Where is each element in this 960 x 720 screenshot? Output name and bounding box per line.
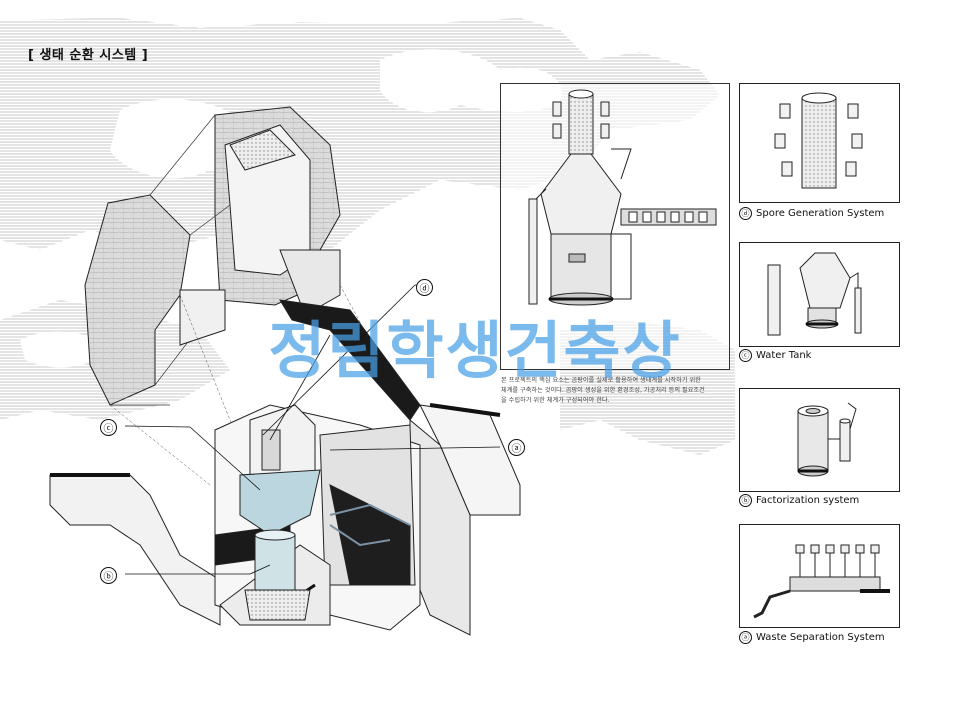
description-line: 체계를 구축하는 것이다. 곰팡이 생성을 위한 환경조성, 가공처리 등의 필… [501, 387, 705, 394]
letter-badge: ⓓ [739, 207, 752, 220]
letter-badge: ⓒ [739, 349, 752, 362]
system-name: Water Tank [756, 350, 812, 361]
ecosystem-axonometric-diagram [49, 106, 521, 636]
page-title: [ 생태 순환 시스템 ] [28, 48, 149, 63]
waste-separation-drawing [753, 544, 890, 619]
description-line: 본 프로젝트의 핵심 요소는 곰팡이를 실제로 활용하여 생태계를 시작하기 위… [501, 377, 701, 384]
spore-generation-box [739, 83, 900, 203]
water-tank-box [739, 242, 900, 347]
spore-generation-drawing [774, 92, 863, 189]
watermark-text: 정림학생건축상 [268, 314, 682, 387]
factorization-caption: ⓑ Factorization system [739, 494, 939, 507]
factorization-box [739, 388, 900, 492]
waste-separation-box [739, 524, 900, 628]
callout-b: ⓑ [100, 567, 117, 584]
water-tank-caption: ⓒ Water Tank [739, 349, 939, 362]
factorization-drawing [797, 402, 857, 477]
system-name: Waste Separation System [756, 632, 885, 643]
system-name: Factorization system [756, 495, 860, 506]
detail-apparatus-panel [500, 83, 730, 370]
description-text: 본 프로젝트의 핵심 요소는 곰팡이를 실제로 활용하여 생태계를 시작하기 위… [501, 376, 731, 406]
water-tank-drawing [767, 252, 862, 336]
callout-d: ⓓ [416, 279, 433, 296]
description-line: 을 수립하기 위한 체계가 구성되어야 한다. [501, 397, 610, 404]
system-name: Spore Generation System [756, 208, 885, 219]
spore-generation-caption: ⓓ Spore Generation System [739, 207, 939, 220]
central-tower [239, 404, 411, 621]
letter-badge: ⓐ [739, 631, 752, 644]
callout-c: ⓒ [100, 419, 117, 436]
exploded-shell [84, 106, 411, 496]
apparatus-drawing [528, 89, 717, 306]
callout-a: ⓐ [508, 439, 525, 456]
letter-badge: ⓑ [739, 494, 752, 507]
waste-separation-caption: ⓐ Waste Separation System [739, 631, 939, 644]
